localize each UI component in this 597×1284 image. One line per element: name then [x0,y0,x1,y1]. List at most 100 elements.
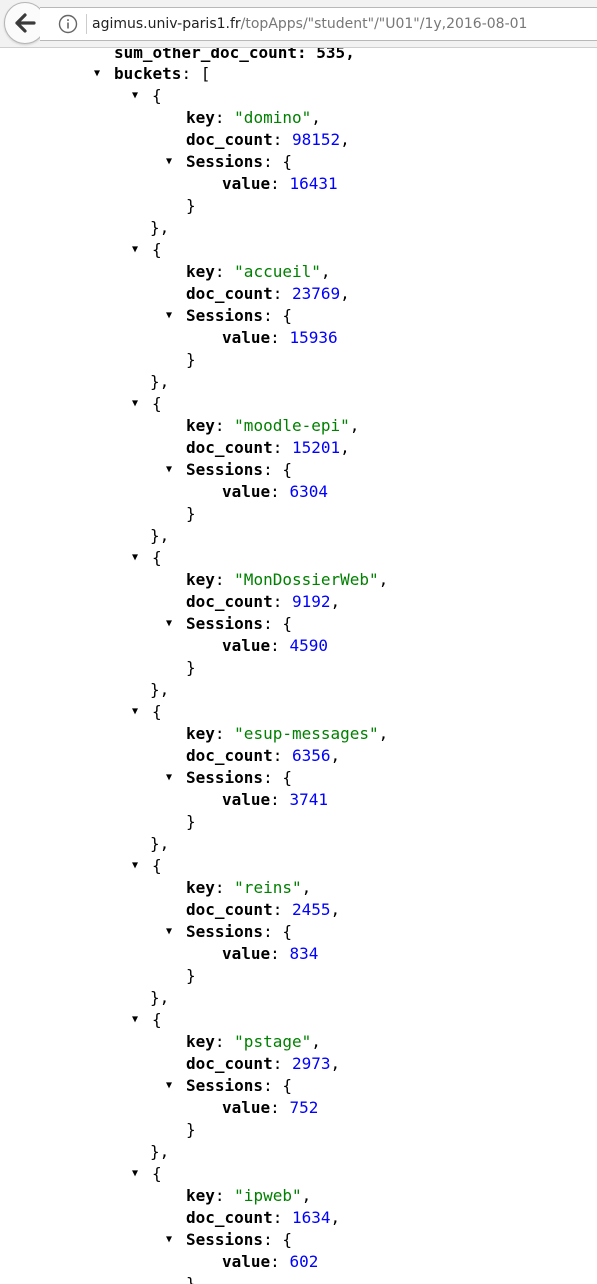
key-label: key [186,1032,215,1051]
key-label: key [186,724,215,743]
collapse-toggle-icon[interactable]: ▼ [94,68,101,79]
json-line: }, [150,988,170,1007]
json-line: key: "reins", [186,878,312,897]
json-line: ▼{ [132,1164,162,1183]
json-line: } [186,812,196,831]
open-bracket: [ [200,64,211,83]
json-line: doc_count: 9192, [186,592,341,611]
json-line: } [186,1120,196,1139]
sessions-label: Sessions [186,1076,264,1095]
sessions-label: Sessions [186,1230,264,1249]
sessions-label: Sessions [186,768,264,787]
json-line: value: 6304 [222,482,328,501]
sessions-value: 834 [289,944,319,963]
sessions-toggle-icon[interactable]: ▼ [166,1080,173,1091]
doc-count-label: doc_count [186,284,273,303]
doc-count-label: doc_count [186,130,273,149]
bucket-toggle-icon[interactable]: ▼ [132,90,139,101]
json-line: key: "moodle-epi", [186,416,360,435]
doc-count-label: doc_count [186,438,273,457]
json-line: value: 834 [222,944,319,963]
url-bar[interactable]: agimus.univ-paris1.fr/topApps/"student"/… [40,7,597,41]
key-label: key [186,262,215,281]
bucket-toggle-icon[interactable]: ▼ [132,1168,139,1179]
sessions-toggle-icon[interactable]: ▼ [166,772,173,783]
sessions-toggle-icon[interactable]: ▼ [166,464,173,475]
json-line: ▼Sessions: { [166,152,292,171]
sessions-toggle-icon[interactable]: ▼ [166,926,173,937]
bucket-toggle-icon[interactable]: ▼ [132,244,139,255]
key-label: key [186,570,215,589]
sessions-value: 752 [289,1098,319,1117]
browser-toolbar: agimus.univ-paris1.fr/topApps/"student"/… [0,0,597,48]
json-line: ▼{ [132,548,162,567]
json-line: value: 15936 [222,328,338,347]
json-line: key: "MonDossierWeb", [186,570,389,589]
key-label: key [186,1186,215,1205]
sessions-label: Sessions [186,152,264,171]
json-line: ▼Sessions: { [166,306,292,325]
json-line: } [186,1274,196,1284]
json-line: ▼Sessions: { [166,1076,292,1095]
json-line: key: "domino", [186,108,321,127]
json-line: }, [150,1142,170,1161]
json-line: ▼{ [132,856,162,875]
doc-count-label: doc_count [186,1208,273,1227]
json-line: doc_count: 98152, [186,130,350,149]
sessions-toggle-icon[interactable]: ▼ [166,1234,173,1245]
doc-count-value: 98152 [291,130,341,149]
bucket-key-value: "reins" [234,878,302,897]
bucket-toggle-icon[interactable]: ▼ [132,706,139,717]
doc-count-label: doc_count [186,1054,273,1073]
sessions-value: 3741 [289,790,328,809]
json-line: doc_count: 1634, [186,1208,341,1227]
value-label: value [222,482,271,501]
bucket-key-value: "moodle-epi" [234,416,350,435]
sessions-value: 15936 [289,328,338,347]
json-line: ▼{ [132,1010,162,1029]
bucket-toggle-icon[interactable]: ▼ [132,552,139,563]
json-line: key: "esup-messages", [186,724,389,743]
doc-count-value: 23769 [291,284,341,303]
sessions-value: 4590 [289,636,328,655]
json-line: value: 3741 [222,790,328,809]
json-line: } [186,504,196,523]
bucket-key-value: "accueil" [234,262,321,281]
url-path: /topApps/"student"/"U01"/1y,2016-08-01 [240,16,528,32]
back-button[interactable] [4,2,46,44]
json-line: doc_count: 23769, [186,284,350,303]
sessions-toggle-icon[interactable]: ▼ [166,310,173,321]
bucket-toggle-icon[interactable]: ▼ [132,398,139,409]
url-text[interactable]: agimus.univ-paris1.fr/topApps/"student"/… [92,15,527,33]
value-label: value [222,636,271,655]
sessions-toggle-icon[interactable]: ▼ [166,618,173,629]
sessions-label: Sessions [186,614,264,633]
sessions-value: 6304 [289,482,328,501]
doc-count-label: doc_count [186,746,273,765]
info-icon[interactable] [58,14,78,34]
json-line: doc_count: 6356, [186,746,341,765]
value-label: value [222,1252,271,1271]
json-line: } [186,658,196,677]
sessions-label: Sessions [186,922,264,941]
value-label: value [222,944,271,963]
sessions-toggle-icon[interactable]: ▼ [166,156,173,167]
json-line: value: 752 [222,1098,319,1117]
json-line: } [186,350,196,369]
json-line: ▼Sessions: { [166,922,292,941]
json-line: }, [150,526,170,545]
key-label: key [186,878,215,897]
value-label: value [222,328,271,347]
doc-count-label: doc_count [186,900,273,919]
value-label: value [222,790,271,809]
buckets-key: buckets [114,64,182,83]
sessions-label: Sessions [186,306,264,325]
json-line: } [186,196,196,215]
json-line: }, [150,218,170,237]
json-line: } [186,966,196,985]
bucket-key-value: "MonDossierWeb" [234,570,379,589]
buckets-line: ▼ buckets: [ [94,64,211,83]
json-line: ▼{ [132,394,162,413]
bucket-toggle-icon[interactable]: ▼ [132,860,139,871]
bucket-toggle-icon[interactable]: ▼ [132,1014,139,1025]
